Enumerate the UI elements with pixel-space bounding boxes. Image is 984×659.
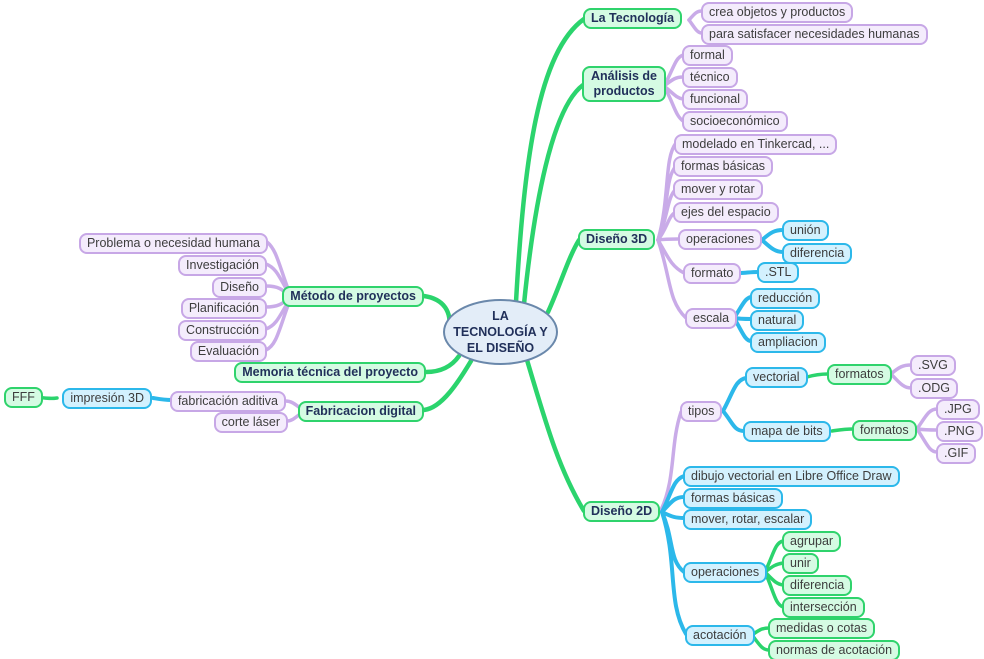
node-png[interactable]: .PNG [936,421,983,442]
edge-tipos-vectorial [721,376,748,413]
edge-analisis-socio [662,84,685,123]
node-fff[interactable]: FFF [4,387,43,408]
node-fabricacion-digital[interactable]: Fabricacion digital [297,401,424,422]
edge-formatos1-svg [889,363,913,376]
edge-formato-stl [738,270,760,275]
cyan-branch-lines [151,228,785,636]
edge-formatos1-odg [889,372,913,390]
node-operaciones-2d[interactable]: operaciones [683,562,768,583]
node-formas-basicas-3d[interactable]: formas básicas [673,156,774,177]
node-analisis-de-productos[interactable]: Análisis de productos [582,66,666,102]
node-escala[interactable]: escala [685,308,738,329]
edge-d2-formas [660,495,686,514]
node-formas-basicas-2d[interactable]: formas básicas [683,488,784,509]
node-operaciones-3d[interactable]: operaciones [678,229,763,250]
node-satisfacer-necesidades[interactable]: para satisfacer necesidades humanas [701,24,928,45]
node-interseccion[interactable]: intersección [782,597,865,618]
edge-aditiva-impresion [151,396,173,402]
edge-d2-tipos [659,410,683,512]
node-tipos[interactable]: tipos [680,401,723,422]
node-reduccion[interactable]: reducción [750,288,821,309]
edge-root-tecnologia [513,16,587,305]
edge-root-memoria [423,353,462,375]
edge-analisis-tecnico [662,75,685,88]
node-natural[interactable]: natural [750,310,805,331]
node-fabricacion-aditiva[interactable]: fabricación aditiva [169,391,286,412]
edge-tipos-mapa [721,409,746,433]
node-impresion-3d[interactable]: impresión 3D [62,388,152,409]
edge-d2-acotacion [660,510,688,636]
edge-acot-medidas [750,626,771,637]
node-odg[interactable]: .ODG [910,378,958,399]
edge-op2-interseccion [763,570,785,609]
node-jpg[interactable]: .JPG [936,399,980,420]
node-crea-objetos[interactable]: crea objetos y productos [701,2,854,23]
node-memoria-tecnica[interactable]: Memoria técnica del proyecto [234,362,426,383]
node-diseno-paso[interactable]: Diseño [212,277,267,298]
node-ampliacion[interactable]: ampliacion [750,332,826,353]
edge-formatos2-jpg [915,407,939,431]
node-formal[interactable]: formal [682,45,733,66]
node-corte-laser[interactable]: corte láser [213,412,288,433]
node-svg[interactable]: .SVG [910,355,956,376]
node-metodo-de-proyectos[interactable]: Método de proyectos [282,286,424,307]
root-node[interactable]: LA TECNOLOGÍA Y EL DISEÑO [443,299,558,365]
node-ejes-del-espacio[interactable]: ejes del espacio [673,202,779,223]
node-construccion[interactable]: Construcción [178,320,267,341]
edge-root-fabricacion [421,358,474,413]
edge-formatos2-gif [915,427,939,454]
node-mapa-de-bits[interactable]: mapa de bits [743,421,831,442]
node-la-tecnologia[interactable]: La Tecnología [583,8,683,29]
edge-op2-agrupar [763,539,785,574]
node-dibujo-vectorial-draw[interactable]: dibujo vectorial en Libre Office Draw [683,466,900,487]
node-problema-necesidad[interactable]: Problema o necesidad humana [78,233,268,254]
node-unir[interactable]: unir [782,553,819,574]
edge-root-diseno2d [524,357,587,514]
edge-d3-escala [656,238,688,320]
node-stl[interactable]: .STL [757,262,800,283]
node-diseno-3d[interactable]: Diseño 3D [578,229,656,250]
node-formatos-vectorial[interactable]: formatos [827,364,892,385]
edge-root-analisis [521,82,586,307]
node-funcional[interactable]: funcional [682,89,749,110]
edge-tecnologia-para [687,18,704,35]
edge-op3-union [760,228,785,242]
node-planificacion[interactable]: Planificación [180,298,267,319]
node-diferencia-2d[interactable]: diferencia [782,575,853,596]
edge-root-diseno3d [545,237,582,315]
edge-analisis-formal [662,53,685,88]
node-mover-y-rotar[interactable]: mover y rotar [673,179,763,200]
node-agrupar[interactable]: agrupar [782,531,842,552]
node-gif[interactable]: .GIF [936,443,977,464]
node-diseno-2d[interactable]: Diseño 2D [583,501,661,522]
edge-d3-operaciones [656,237,680,242]
node-acotacion[interactable]: acotación [685,625,755,646]
node-investigacion[interactable]: Investigación [178,255,267,276]
edge-tecnologia-crea [687,9,704,22]
main-branch-lines [421,16,587,514]
edge-acot-normas [750,633,771,652]
node-normas-de-acotacion[interactable]: normas de acotación [768,640,901,659]
node-formato[interactable]: formato [683,263,742,284]
node-union[interactable]: unión [782,220,829,241]
node-vectorial[interactable]: vectorial [745,367,808,388]
edge-vectorial-formatos [805,372,830,379]
node-formatos-mapa[interactable]: formatos [852,420,917,441]
node-medidas-o-cotas[interactable]: medidas o cotas [768,618,876,639]
edge-formatos2-png [915,427,939,432]
edge-mapa-formatos [830,427,855,433]
node-socioeconomico[interactable]: socioeconómico [682,111,788,132]
node-evaluacion[interactable]: Evaluación [189,341,267,362]
edge-op3-diferencia [760,238,785,254]
node-tecnico[interactable]: técnico [682,67,738,88]
node-mover-rotar-escalar[interactable]: mover, rotar, escalar [683,509,813,530]
node-modelado-tinkercad[interactable]: modelado en Tinkercad, ... [674,134,838,155]
node-diferencia-3d[interactable]: diferencia [782,243,853,264]
